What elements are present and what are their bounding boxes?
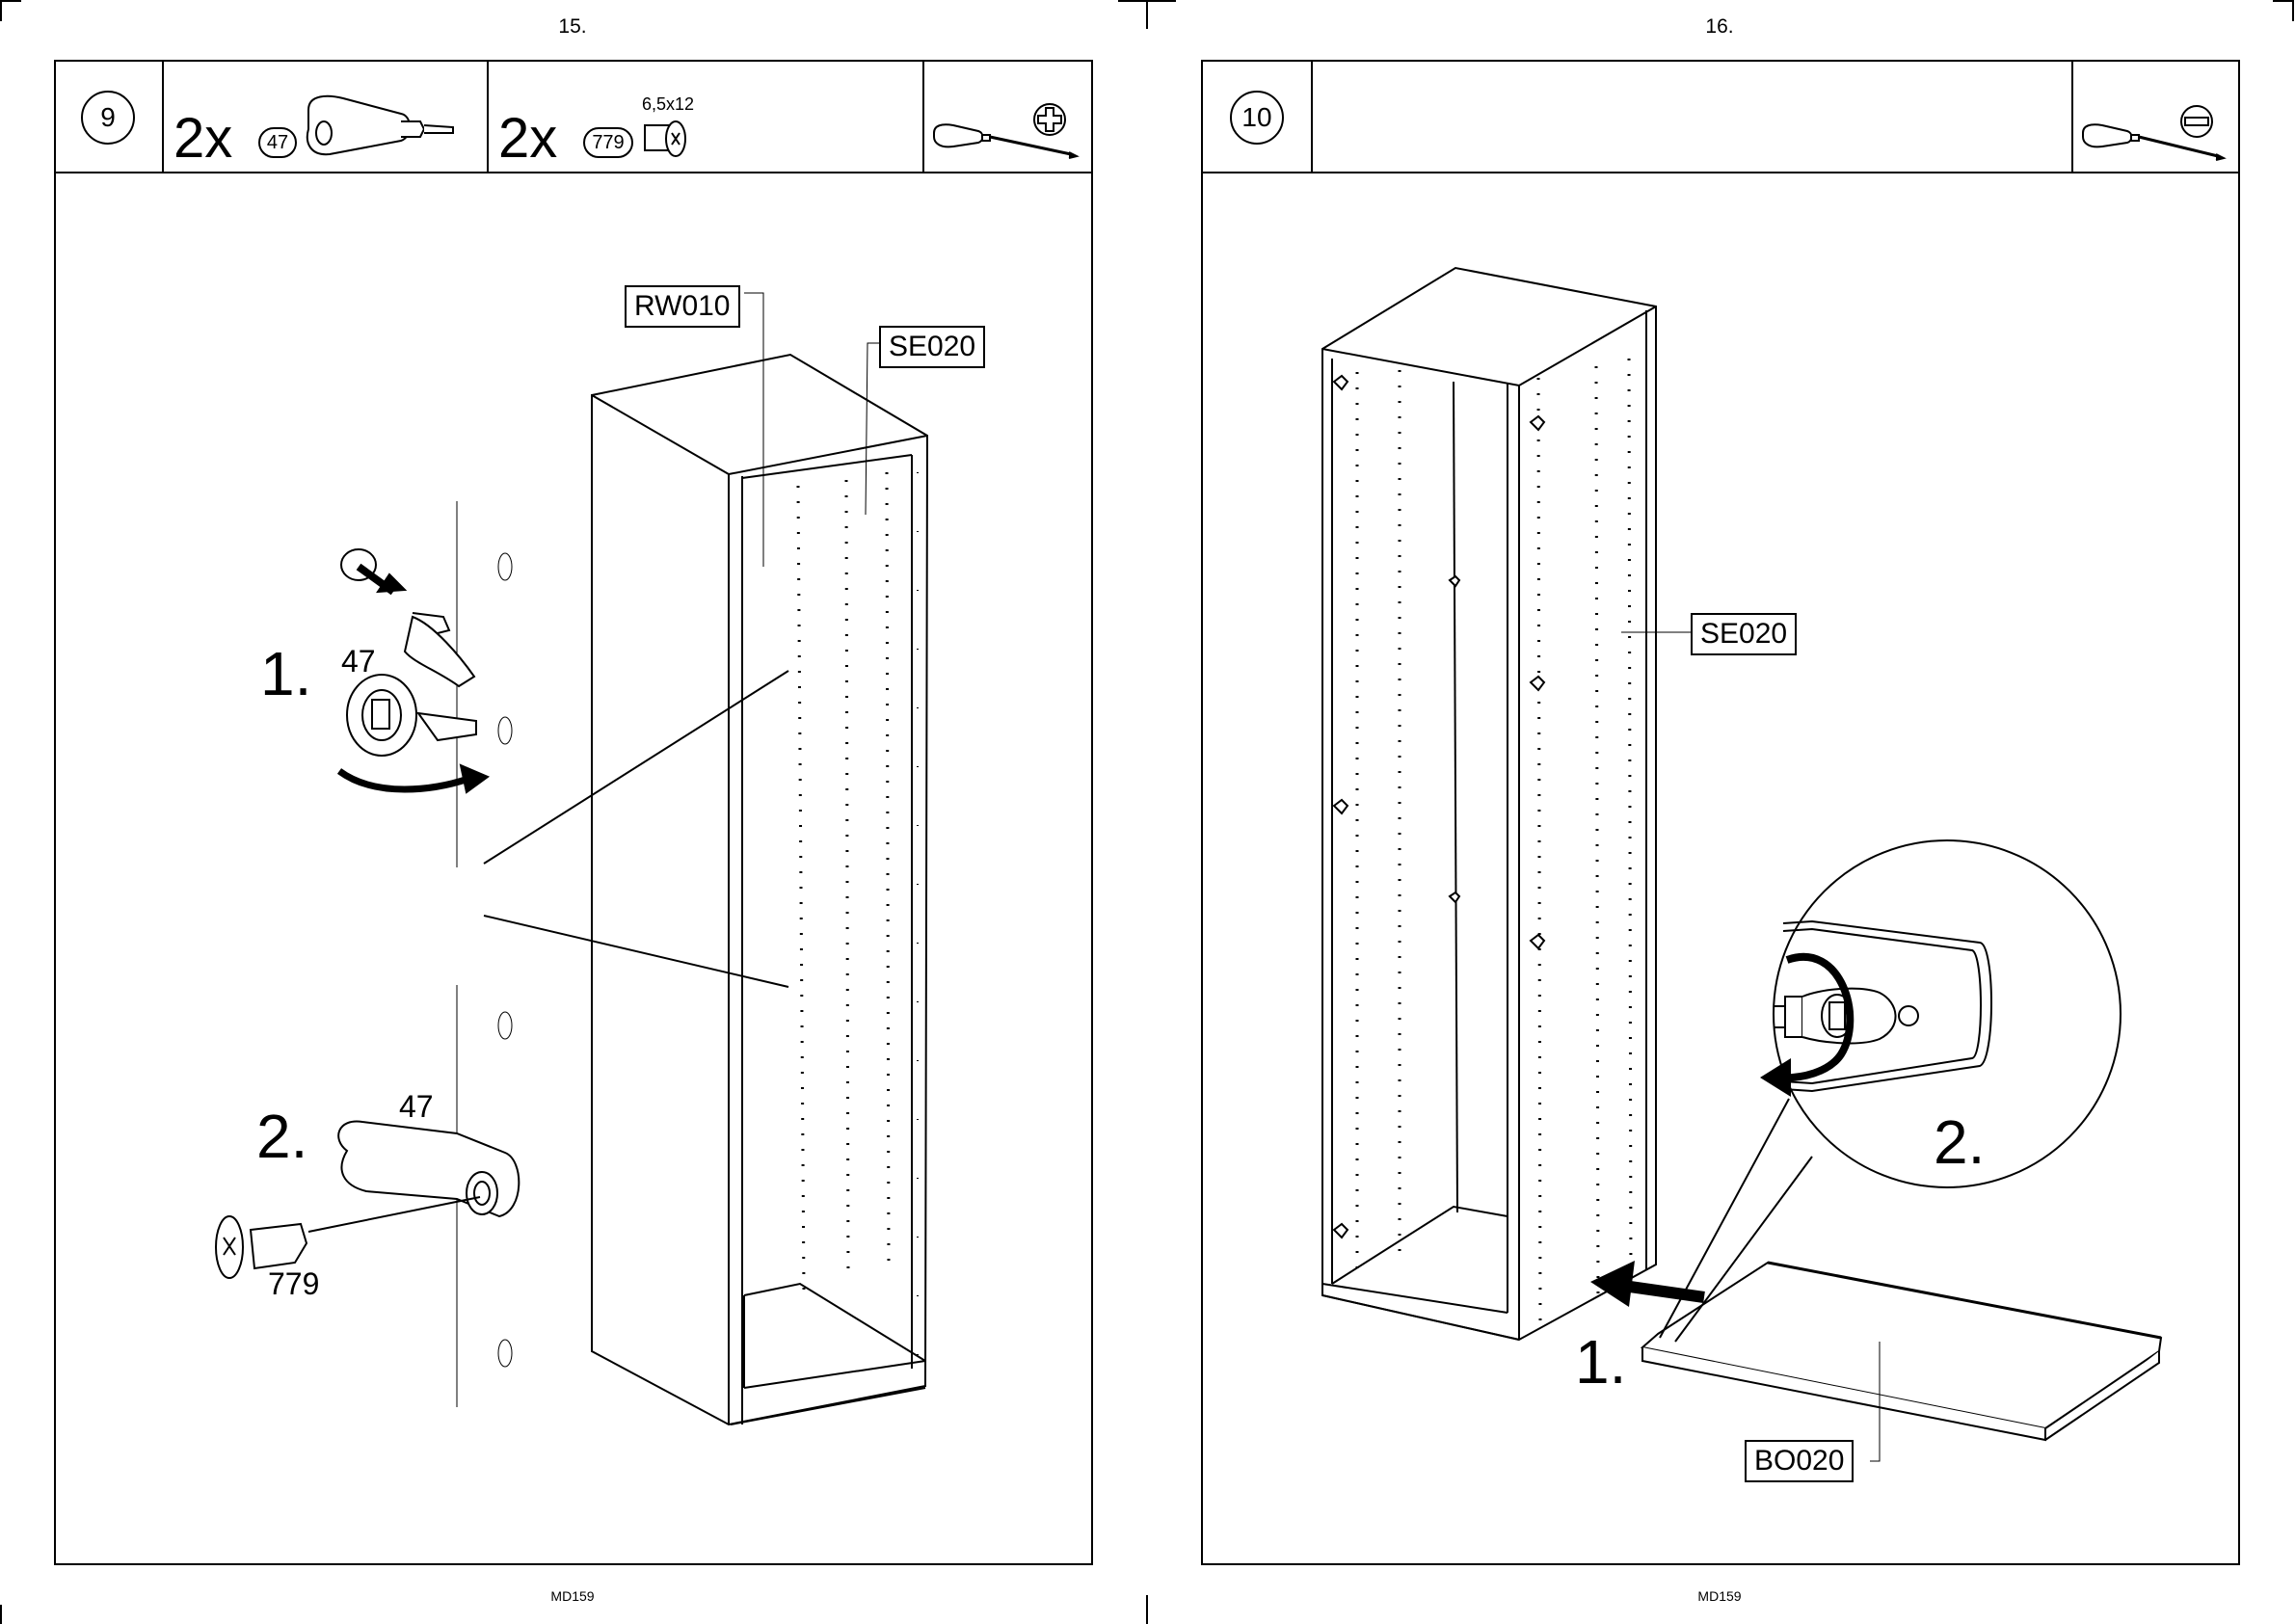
part-label-bo020: BO020 (1745, 1440, 1854, 1482)
cabinet-drawing (1322, 268, 1656, 1340)
cabinet-drawing (592, 355, 927, 1424)
part-label-se020: SE020 (879, 326, 985, 368)
substep-2-part: 47 (399, 1089, 434, 1125)
substep-2-screw: 779 (268, 1266, 319, 1302)
page-15: 15. 9 2x 47 2x 779 6,5x12 (0, 0, 1147, 1624)
bottom-panel-drawing (1642, 1263, 2161, 1440)
model-code: MD159 (1662, 1588, 1777, 1604)
part-label-rw010: RW010 (625, 285, 740, 328)
substep-1-part: 47 (341, 644, 376, 679)
detail-panel-edge (457, 501, 512, 1407)
page-16: 16. 10 (1147, 0, 2295, 1624)
model-code: MD159 (515, 1588, 630, 1604)
step-9-illustration (0, 0, 1147, 1624)
substep-1-number: 1. (1575, 1326, 1626, 1398)
substep-1-number: 1. (260, 638, 311, 709)
part-label-se020: SE020 (1691, 613, 1797, 655)
substep-2-number: 2. (256, 1101, 307, 1172)
substep-2-number: 2. (1934, 1106, 1985, 1178)
step-10-illustration (1147, 0, 2295, 1624)
